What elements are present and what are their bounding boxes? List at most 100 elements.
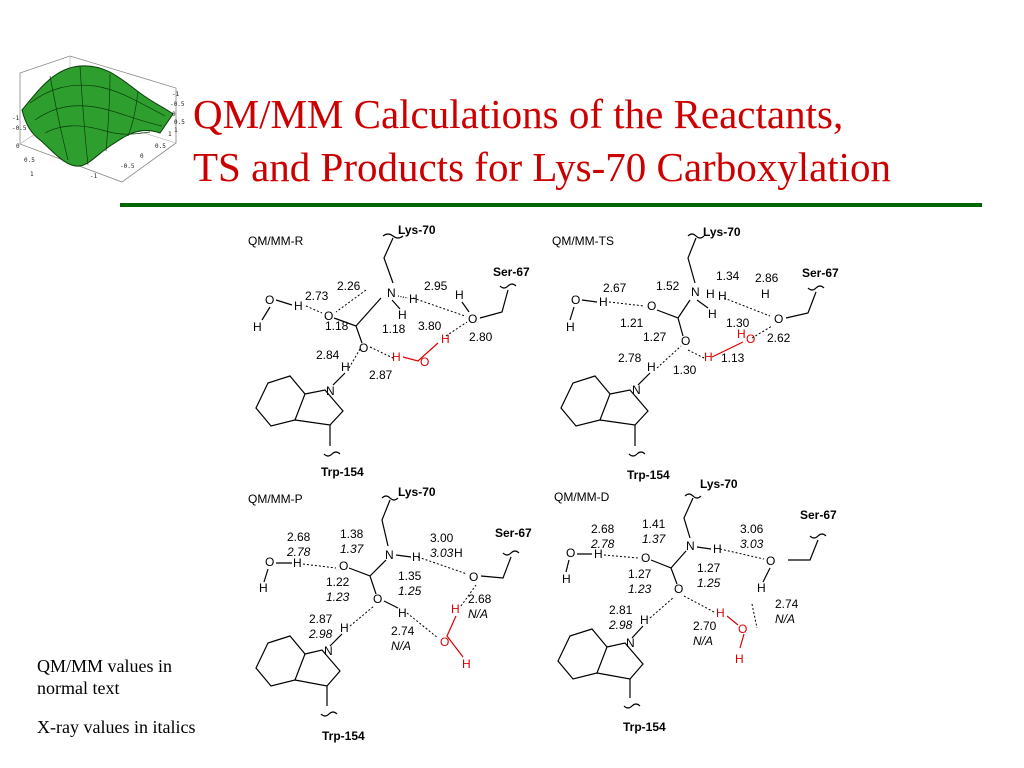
note-qm-values: QM/MM values in normal text [37,656,172,698]
svg-text:1.35: 1.35 [398,569,422,583]
atom-h: H [599,295,608,309]
svg-text:-0.5: -0.5 [12,125,27,132]
note-xray-values: X-ray values in italics [37,717,196,737]
residue-ser: Ser-67 [495,526,532,540]
svg-text:2.98: 2.98 [308,627,333,641]
atom-h: H [735,652,744,666]
atom-h: H [341,360,350,374]
svg-text:2.68: 2.68 [287,530,311,544]
atom-o: O [738,622,747,636]
svg-text:2.81: 2.81 [609,603,633,617]
svg-text:1.52: 1.52 [656,279,680,293]
atom-h: H [259,581,268,595]
svg-text:1.18: 1.18 [325,319,349,333]
svg-text:1.25: 1.25 [398,584,422,598]
svg-text:3.03: 3.03 [430,546,454,560]
atom-h: H [451,602,460,616]
atom-h: H [704,350,713,364]
atom-h: H [706,287,715,301]
svg-text:1.27: 1.27 [628,567,652,581]
atom-n: N [691,285,700,299]
svg-text:1.13: 1.13 [721,351,745,365]
svg-text:3.00: 3.00 [430,531,454,545]
svg-text:2.68: 2.68 [591,522,615,536]
svg-text:-1: -1 [90,173,98,180]
atom-h: H [737,327,746,341]
atom-h: H [462,657,471,671]
atom-o: O [766,554,775,568]
svg-text:1.27: 1.27 [697,561,721,575]
panel-label: QM/MM-P [248,492,303,506]
svg-text:2.74: 2.74 [391,624,415,638]
atom-o: O [324,309,333,323]
atom-o: O [674,582,683,596]
svg-text:1.38: 1.38 [340,527,364,541]
atom-o: O [571,293,580,307]
atom-o: O [265,555,274,569]
atom-o: O [774,312,783,326]
svg-text:2.78: 2.78 [618,351,642,365]
atom-h: H [716,606,725,620]
svg-text:-1: -1 [12,115,20,122]
atom-n: N [626,636,635,650]
panel-products: QM/MM-P Lys-70 N H Ser-67 O H O H H O O … [248,485,532,743]
atom-h: H [761,287,770,301]
svg-text:-1: -1 [172,91,180,98]
atom-h: H [647,360,656,374]
svg-text:2.73: 2.73 [305,289,329,303]
svg-text:0: 0 [16,143,20,150]
atom-o: O [420,355,429,369]
svg-text:3.06: 3.06 [740,522,764,536]
svg-text:2.26: 2.26 [337,279,361,293]
atom-h: H [454,546,463,560]
title-line-1: QM/MM Calculations of the Reactants, [193,91,844,137]
atom-h: H [640,613,649,627]
svg-text:2.70: 2.70 [693,619,717,633]
svg-text:3.03: 3.03 [740,537,764,551]
residue-lys: Lys-70 [703,225,741,239]
residue-trp: Trp-154 [623,720,666,734]
atom-h: H [398,606,407,620]
panel-d: QM/MM-D Lys-70 N H Ser-67 O H O H H O O … [554,477,837,734]
atom-h: H [441,332,450,346]
svg-text:2.67: 2.67 [603,281,627,295]
legend-notes: QM/MM values in normal text X-ray values… [37,655,227,755]
panel-label: QM/MM-R [248,234,304,248]
atom-h: H [594,547,603,561]
atom-o: O [339,559,348,573]
svg-text:1.21: 1.21 [620,316,644,330]
atom-h: H [253,320,262,334]
svg-text:N/A: N/A [693,634,713,648]
residue-lys: Lys-70 [700,477,738,491]
panel-label: QM/MM-D [554,490,610,504]
atom-o: O [469,570,478,584]
atom-n: N [385,548,394,562]
residue-lys: Lys-70 [398,485,436,499]
atom-h: H [392,350,401,364]
atom-o: O [746,332,755,346]
atom-n: N [632,383,641,397]
atom-o: O [647,299,656,313]
svg-text:1.34: 1.34 [716,269,740,283]
svg-text:2.62: 2.62 [767,331,791,345]
svg-text:1.23: 1.23 [326,590,350,604]
atom-h: H [412,550,421,564]
residue-trp: Trp-154 [321,465,364,479]
svg-text:0: 0 [172,111,176,118]
atom-h: H [757,581,766,595]
panel-reactants: QM/MM-R Lys-70 N H H Ser-67 O H O H H O … [248,223,530,479]
residue-ser: Ser-67 [800,508,837,522]
svg-text:1.18: 1.18 [382,322,406,336]
atom-h: H [398,308,407,322]
atom-o: O [440,635,449,649]
atom-h: H [713,542,722,556]
panel-transition-state: QM/MM-TS Lys-70 N H H H Ser-67 O H O H H… [552,225,839,482]
svg-text:1.41: 1.41 [642,517,666,531]
svg-text:1.25: 1.25 [697,576,721,590]
svg-text:2.87: 2.87 [369,368,393,382]
svg-text:2.98: 2.98 [608,618,633,632]
atom-n: N [326,384,335,398]
svg-text:N/A: N/A [775,612,795,626]
svg-text:2.80: 2.80 [469,330,493,344]
svg-text:2.84: 2.84 [316,348,340,362]
